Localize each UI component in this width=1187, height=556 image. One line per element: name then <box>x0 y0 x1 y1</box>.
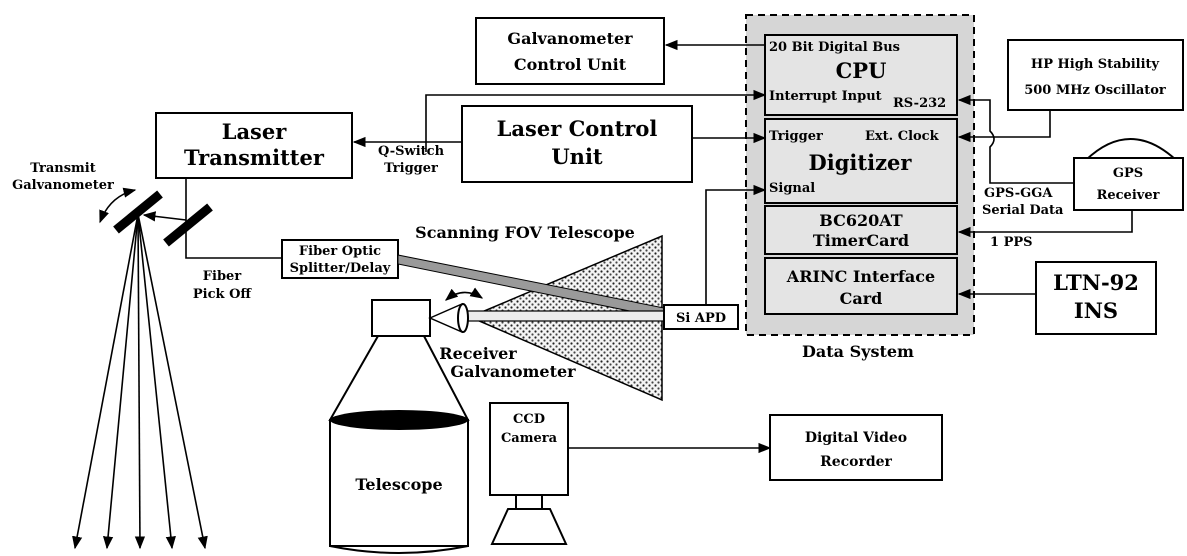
receiver-galvo-label-2: Galvanometer <box>450 362 576 381</box>
fiber-pickoff-path <box>185 225 282 259</box>
cpu-block <box>764 34 958 116</box>
transmit-galvanometer-mirror <box>113 190 163 234</box>
ccd-camera-label-2: Camera <box>501 431 558 446</box>
cpu-bus-label: 20 Bit Digital Bus <box>769 40 900 55</box>
receiver-galvanometer-mirror <box>457 303 469 333</box>
arinc-card-block <box>764 257 958 315</box>
digitizer-trigger-label: Trigger <box>769 129 823 144</box>
gps-receiver-box <box>1073 157 1184 211</box>
gps-gga-label-1: GPS-GGA <box>984 186 1053 201</box>
ins-box <box>1035 261 1157 335</box>
timer-card-block <box>764 205 958 255</box>
fiber-pickoff-label-2: Pick Off <box>193 287 252 302</box>
qswitch-label-1: Q-Switch <box>378 144 445 159</box>
dvr-label-1: Digital Video <box>805 430 907 446</box>
galvanometer-control-label-2: Control Unit <box>514 55 627 74</box>
hp-oscillator-box <box>1007 39 1184 111</box>
laser-control-unit-box <box>461 105 693 183</box>
scanning-fov-label: Scanning FOV Telescope <box>415 223 635 242</box>
galvanometer-control-unit-box <box>475 17 665 85</box>
digitizer-extclock-label: Ext. Clock <box>865 129 940 144</box>
si-apd-box <box>663 304 739 330</box>
telescope-body <box>329 419 469 547</box>
data-system-label: Data System <box>802 342 914 361</box>
laser-control-label-1: Laser Control <box>497 116 658 141</box>
laser-control-label-2: Unit <box>551 144 603 169</box>
laser-transmitter-label-1: Laser <box>222 119 288 144</box>
pps-line <box>957 210 1133 238</box>
cpu-rs232-label: RS-232 <box>893 96 946 111</box>
receiver-optics-block <box>371 299 431 337</box>
fiber-optic-label-2: Splitter/Delay <box>290 261 391 276</box>
gps-receiver-label-1: GPS <box>1113 166 1143 181</box>
ccd-lens <box>490 508 568 545</box>
pps-label: 1 PPS <box>990 235 1033 250</box>
dvr-label-2: Recorder <box>820 454 892 470</box>
transmit-galvo-label-1: Transmit <box>30 161 95 176</box>
laser-transmitter-label-2: Transmitter <box>184 145 325 170</box>
apd-signal-line <box>705 184 767 305</box>
timer-card-label-1: BC620AT <box>819 211 902 230</box>
ccd-camera-label-1: CCD <box>513 412 545 427</box>
laser-transmitter-box <box>155 112 353 179</box>
transmit-galvo-label-2: Galvanometer <box>12 178 114 193</box>
gps-serial-to-rs232 <box>957 94 1074 184</box>
transmit-galvo-rotation-arrow <box>99 187 137 224</box>
gps-receiver-label-2: Receiver <box>1097 188 1160 203</box>
telescope-aperture <box>330 410 468 430</box>
digitizer-signal-label: Signal <box>769 181 815 196</box>
digital-video-recorder-box <box>769 414 943 481</box>
receiver-galvo-label-1: Receiver <box>439 344 517 363</box>
receiver-galvo-rotation-arrow <box>445 287 484 301</box>
fiber-pickoff-label-1: Fiber <box>203 269 242 284</box>
oscillator-ext-clock-line <box>957 110 1051 143</box>
receiver-channel-bar <box>465 310 667 322</box>
gps-antenna-dome <box>1085 138 1177 161</box>
si-apd-label: Si APD <box>676 311 726 326</box>
telescope-base <box>329 545 469 554</box>
ins-label-2: INS <box>1074 298 1118 323</box>
pickoff-mirror <box>163 203 213 247</box>
digitizer-block <box>764 118 958 204</box>
arinc-card-label-1: ARINC Interface <box>786 267 935 286</box>
ccd-camera-box <box>489 402 569 496</box>
ins-label-1: LTN-92 <box>1053 270 1139 295</box>
arinc-card-label-2: Card <box>840 289 883 308</box>
transmit-beam-fan <box>72 213 208 550</box>
qswitch-label-2: Trigger <box>384 161 438 176</box>
beam-to-transmit-mirror <box>142 211 187 222</box>
digitizer-title: Digitizer <box>809 150 913 175</box>
timer-card-label-2: TimerCard <box>813 231 909 250</box>
telescope-label: Telescope <box>355 475 442 494</box>
cpu-title: CPU <box>836 58 887 83</box>
hp-oscillator-label-2: 500 MHz Oscillator <box>1024 83 1166 98</box>
interrupt-input-line <box>425 89 767 152</box>
cpu-interrupt-label: Interrupt Input <box>769 89 882 104</box>
gps-gga-label-2: Serial Data <box>982 203 1064 218</box>
fiber-optic-label-1: Fiber Optic <box>299 244 381 259</box>
hp-oscillator-label-1: HP High Stability <box>1031 57 1160 72</box>
ccd-lens-mount <box>515 494 543 510</box>
galvanometer-control-label-1: Galvanometer <box>507 29 633 48</box>
